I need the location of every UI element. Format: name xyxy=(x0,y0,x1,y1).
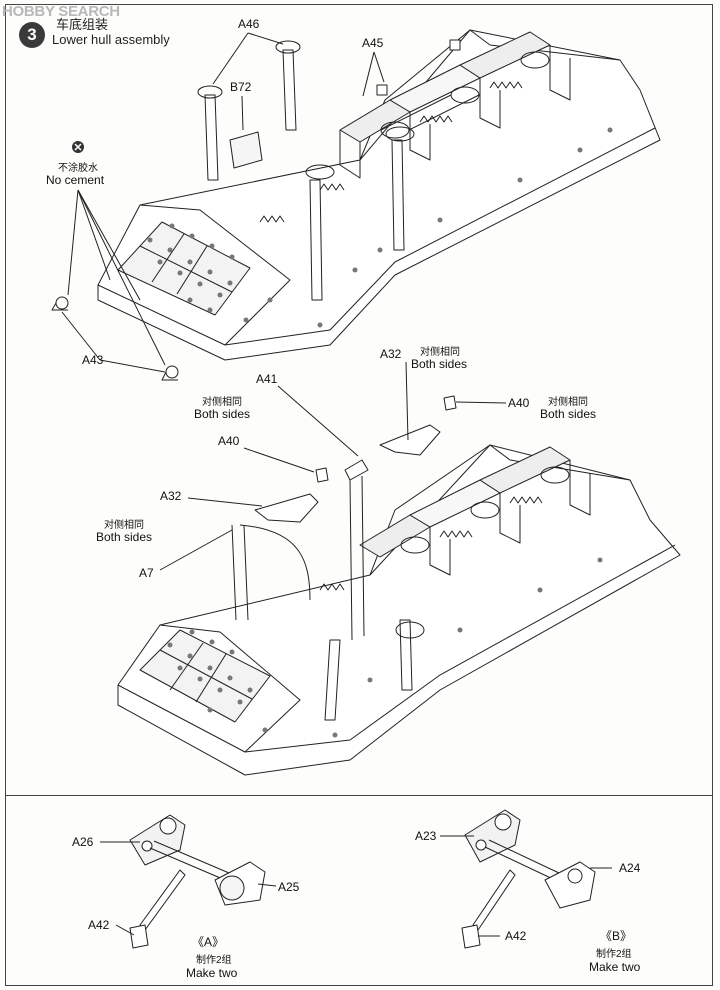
subassembly-a-label: 《A》 xyxy=(192,935,225,949)
note-make-two-cn-b: 制作2组 xyxy=(596,949,632,960)
note-both-sides-en-3: Both sides xyxy=(194,407,251,421)
note-make-two-en-a: Make two xyxy=(186,966,238,980)
part-label-a42-a: A42 xyxy=(88,918,110,932)
part-label-a24: A24 xyxy=(619,861,641,875)
page-frame xyxy=(5,4,713,986)
part-label-a32-right: A32 xyxy=(380,347,402,361)
step-number-badge: 3 xyxy=(19,22,45,48)
note-make-two-cn-a: 制作2组 xyxy=(196,955,232,966)
note-make-two-en-b: Make two xyxy=(589,960,641,974)
part-label-a7: A7 xyxy=(139,566,154,580)
subassembly-b-drawing xyxy=(440,809,612,949)
note-both-sides-cn-2: 对侧相同 xyxy=(548,397,588,408)
part-label-a41: A41 xyxy=(256,372,278,386)
part-label-a40-right: A40 xyxy=(508,396,530,410)
subassembly-a-drawing xyxy=(100,814,277,949)
step-title-cn: 车底组装 xyxy=(56,17,109,32)
section-divider xyxy=(5,795,713,796)
note-both-sides-en-4: Both sides xyxy=(96,530,153,544)
lower-hull-drawing xyxy=(117,361,681,776)
note-no-cement-en: No cement xyxy=(46,173,105,187)
note-no-cement-cn: 不涂胶水 xyxy=(58,163,98,174)
part-label-a32-left: A32 xyxy=(160,489,182,503)
part-label-a40-left: A40 xyxy=(218,434,240,448)
upper-hull-drawing xyxy=(51,29,661,381)
part-label-a26: A26 xyxy=(72,835,94,849)
part-label-a25: A25 xyxy=(278,880,300,894)
part-label-a43: A43 xyxy=(82,353,104,367)
part-label-b72: B72 xyxy=(230,80,252,94)
step-title-en: Lower hull assembly xyxy=(52,32,170,47)
part-label-a45: A45 xyxy=(362,36,384,50)
part-label-a23: A23 xyxy=(415,829,437,843)
subassembly-b-label: 《B》 xyxy=(600,929,633,943)
note-both-sides-cn-3: 对侧相同 xyxy=(202,397,242,408)
watermark: HOBBY SEARCH xyxy=(2,3,120,20)
no-cement-icon xyxy=(72,141,84,153)
part-label-a46: A46 xyxy=(238,17,260,31)
note-both-sides-cn-1: 对侧相同 xyxy=(420,347,460,358)
note-both-sides-cn-4: 对侧相同 xyxy=(104,520,144,531)
note-both-sides-en-1: Both sides xyxy=(411,357,468,371)
part-label-a42-b: A42 xyxy=(505,929,527,943)
note-both-sides-en-2: Both sides xyxy=(540,407,597,421)
